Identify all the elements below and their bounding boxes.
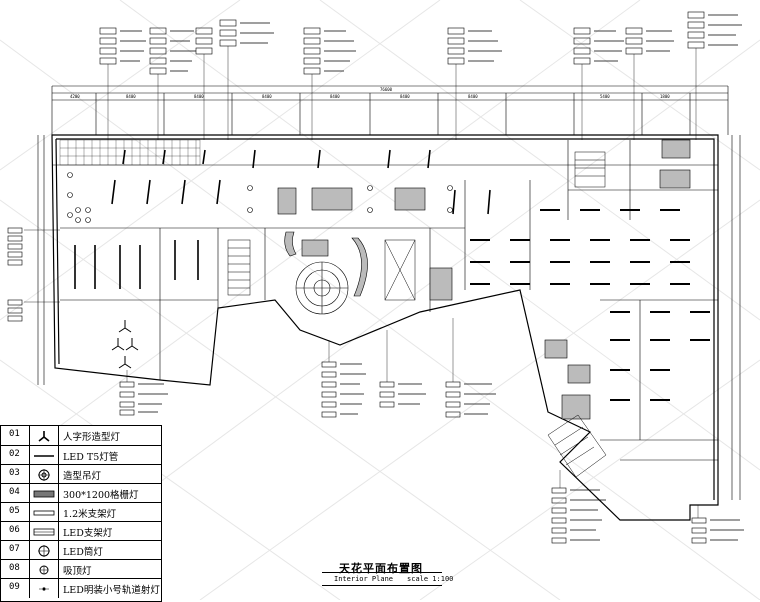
t5-tube-icon: [29, 446, 59, 465]
dimension-chain-left: [7, 135, 60, 385]
round-feature-ceiling: [295, 261, 349, 315]
legend-row: 08 吸顶灯: [1, 559, 161, 579]
y-shaped-fixtures: [111, 320, 139, 369]
legend-label: 吸顶灯: [63, 566, 92, 577]
legend-row: 01 人字形造型灯: [1, 426, 161, 445]
legend-label: LED支架灯: [63, 528, 113, 539]
dimension-label: 8400: [126, 94, 136, 99]
dimension-label: 8400: [194, 94, 204, 99]
downlights: [67, 172, 453, 223]
legend-number: 06: [9, 525, 20, 535]
legend-row: 09 LED明装小号轨道射灯: [1, 578, 161, 598]
legend-number: 01: [9, 429, 20, 439]
legend-label: 1.2米支架灯: [63, 509, 117, 520]
grid-ceiling-zone: [59, 139, 201, 166]
drawing-title-en: Interior Plane: [334, 575, 394, 583]
legend-label: 人字形造型灯: [63, 432, 121, 443]
grille-lamps: [277, 139, 691, 420]
legend-number: 05: [9, 506, 20, 516]
dimension-label: 8400: [330, 94, 340, 99]
led-bracket-lamps: [470, 209, 710, 401]
callout-tags-top: [99, 11, 705, 140]
title-rule: [322, 585, 442, 586]
legend-label: LED明装小号轨道射灯: [63, 585, 160, 596]
drawing-title: 天花平面布置图: [326, 557, 436, 576]
legend-number: 02: [9, 449, 20, 459]
dimension-label: 4200: [70, 94, 80, 99]
legend-label: 造型吊灯: [63, 471, 102, 482]
dimension-chain-top: [51, 85, 729, 135]
legend-row: 03 造型吊灯: [1, 464, 161, 484]
dimension-chain-right: [731, 135, 741, 500]
led-bracket-lamp-icon: [29, 522, 59, 541]
drawing-subtitle: Interior Plane scale 1:100: [334, 575, 453, 583]
y-fixture-icon: [29, 426, 59, 445]
legend-number: 07: [9, 544, 20, 554]
callout-text-lines: [120, 14, 742, 72]
legend-label: LED筒灯: [63, 547, 103, 558]
downlight-icon: [29, 541, 59, 560]
legend-row: 02 LED T5灯管: [1, 445, 161, 465]
legend-number: 08: [9, 563, 20, 573]
legend-row: 04 300*1200格栅灯: [1, 483, 161, 503]
drawing-title-cn: 天花平面布置图: [339, 562, 423, 575]
building-outline: [51, 134, 719, 521]
stairs: [227, 151, 607, 478]
legend-row: 06 LED支架灯: [1, 521, 161, 541]
legend-number: 04: [9, 487, 20, 497]
ceiling-lamp-icon: [29, 560, 59, 579]
overall-dimension-label: 76600: [380, 87, 393, 92]
dimension-labels: 4200 8400 8400 8400 8400 8400 8400 5400 …: [70, 87, 670, 99]
dimension-label: 8400: [400, 94, 410, 99]
callout-text-lines-center: [138, 363, 744, 541]
t5-lamps: [74, 149, 491, 289]
drawing-scale: scale 1:100: [407, 575, 454, 583]
dimension-label: 1800: [660, 94, 670, 99]
pendant-lamp-icon: [29, 465, 59, 484]
track-spotlight-icon: [29, 579, 59, 598]
dimension-label: 5400: [600, 94, 610, 99]
legend-number: 09: [9, 582, 20, 592]
dimension-label: 8400: [468, 94, 478, 99]
title-rule: [322, 572, 442, 573]
grille-lamp-icon: [29, 484, 59, 503]
legend-label: 300*1200格栅灯: [63, 490, 139, 501]
dimension-label: 8400: [262, 94, 272, 99]
legend-row: 05 1.2米支架灯: [1, 502, 161, 522]
legend-table: 01 人字形造型灯 02 LED T5灯管 03 造型吊灯 04 300*120…: [0, 425, 162, 602]
legend-row: 07 LED筒灯: [1, 540, 161, 560]
callout-tags-center: [119, 318, 707, 544]
curved-feature: [284, 231, 368, 297]
bracket-lamp-1-2m-icon: [29, 503, 59, 522]
legend-label: LED T5灯管: [63, 452, 119, 463]
legend-number: 03: [9, 468, 20, 478]
